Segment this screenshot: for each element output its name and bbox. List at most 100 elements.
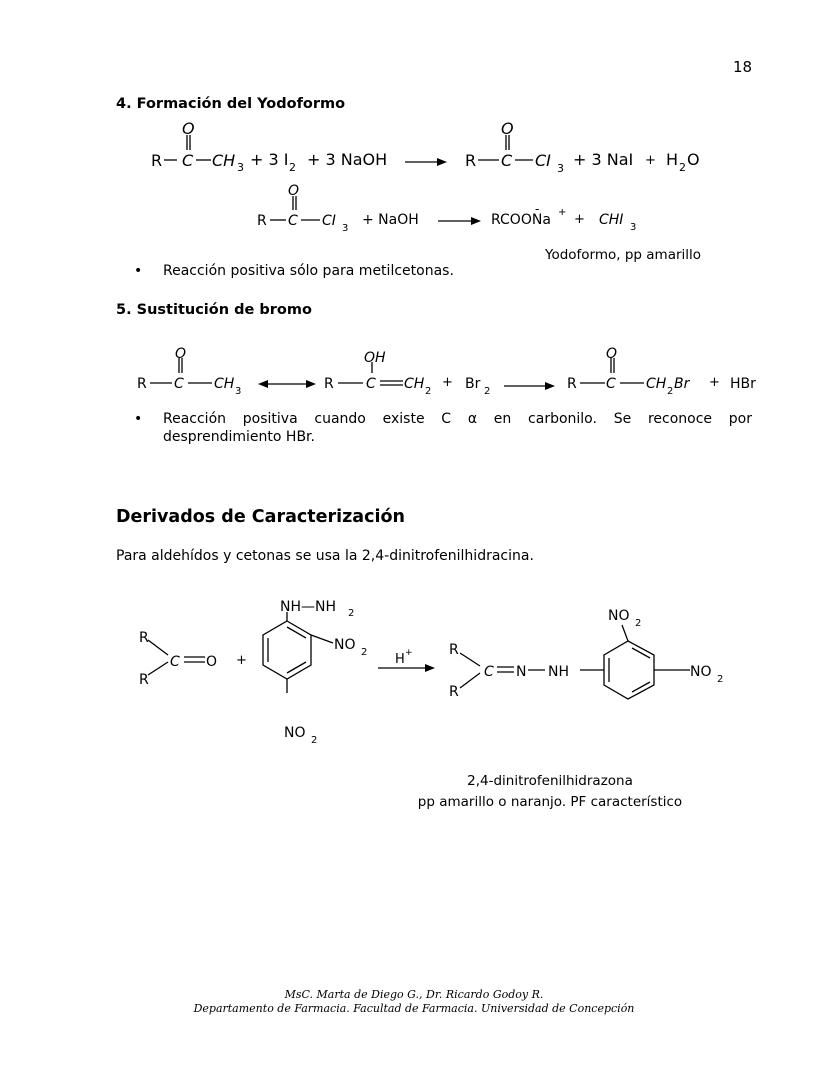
label-ch3: CH [212,151,235,170]
subscript: 2 [679,161,686,174]
chem-label: + [709,375,720,390]
bond-line [306,380,316,388]
bond-line [459,672,481,689]
label-o: O [687,150,700,169]
label-i2: + 3 I [250,150,288,169]
bond-line [631,647,651,659]
chem-label: CH [214,376,235,392]
chem-label: NO [284,725,306,741]
footer-affiliation: Departamento de Farmacia. Facultad de Fa… [193,1002,635,1015]
dnph-reaction-scheme: R R C O + NH—NH 2 NO 2 NO 2 H + R R C N … [139,599,723,746]
page-number: 18 [733,58,753,76]
chem-label: NO [608,608,630,624]
chem-label: OH [364,350,386,366]
bond-line [459,652,481,667]
charge-plus: + [558,207,566,218]
benzene-ring [262,620,312,680]
bond-line [621,624,629,642]
chem-label: 2 [425,386,431,397]
chem-label: + [405,648,413,658]
bond-line [631,681,651,693]
caption-line1: 2,4-dinitrofenilhidrazona [467,773,633,789]
subscript: 3 [557,162,564,175]
bullet-marker: • [134,411,143,427]
chem-label: Br [465,376,481,392]
label-ci3: CI [535,151,551,170]
label-c: C [288,213,298,229]
label-r: R [465,151,476,170]
charge-minus: - [535,202,539,216]
bond-line [147,661,169,676]
chem-label: HBr [730,376,756,392]
label-c: C [501,151,513,170]
chem-label: N [516,664,526,680]
chem-label: R [324,376,334,392]
benzene-ring [603,640,655,700]
label-naoh: + NaOH [362,212,419,228]
chem-label: R [567,376,577,392]
chem-label: R [139,630,149,646]
bond-line [545,382,555,390]
footer-authors: MsC. Marta de Diego G., Dr. Ricardo Godo… [284,988,544,1001]
bullet-marker: • [134,263,143,279]
chem-label: NH—NH [280,599,336,615]
bond-line [310,634,334,644]
chem-label: 3 [235,386,241,397]
section-heading-iodoform: 4. Formación del Yodoformo [116,96,346,112]
chem-label: + [442,375,453,390]
label-rcoona: RCOONa [491,212,551,228]
bond-line [286,626,307,639]
chem-label: C [174,376,184,392]
label-naoh: + 3 NaOH [307,150,387,169]
label-nai: + 3 NaI [573,150,633,169]
chem-label: C [606,376,616,392]
bond-line [147,639,169,656]
label-ci3: CI [322,213,336,229]
bullet-text-line2: desprendimiento HBr. [163,429,315,445]
subscript: 3 [342,223,348,234]
label-o: O [182,119,195,138]
label-chi3: CHI [599,212,623,228]
chem-label: NH [548,664,569,680]
chem-label: O [175,346,186,362]
product-note: Yodoformo, pp amarillo [544,247,701,263]
subscript: 2 [289,161,296,174]
chem-label: 2 [667,386,673,397]
bullet-text-line1: Reacción positiva cuando existe C α en c… [163,411,752,427]
label-r: R [257,213,267,229]
chem-label: R [139,672,149,688]
chem-label: 2 [348,608,354,619]
chem-label: 2 [717,674,723,685]
bond-line [258,380,268,388]
intro-text: Para aldehídos y cetonas se usa la 2,4-d… [116,548,534,564]
caption-line2: pp amarillo o naranjo. PF característico [417,794,683,810]
label-plus: + [645,153,656,168]
chem-label: C [484,664,494,680]
label-plus: + [574,212,585,227]
chem-label: NO [690,664,712,680]
section-heading-derivados: Derivados de Caracterización [116,507,405,527]
chem-label: 2 [635,618,641,629]
chem-label: + [236,653,247,668]
chem-label: C [366,376,376,392]
label-h: H [666,150,678,169]
bullet-text: Reacción positiva sólo para metilcetonas… [163,263,454,279]
chem-label: R [449,684,459,700]
subscript: 3 [630,222,636,233]
iodoform-reaction-scheme: R C O CH 3 + 3 I 2 + 3 NaOH R C O CI 3 +… [151,119,701,263]
chem-label: 2 [484,386,490,397]
chem-label: H [395,652,405,667]
section-heading-bromo: 5. Sustitución de bromo [116,302,312,318]
label-o: O [501,119,514,138]
chem-label: CH [646,376,667,392]
chem-label: R [137,376,147,392]
bond-line [286,661,307,674]
chem-label: 2 [311,735,317,746]
subscript: 3 [237,161,244,174]
arrowhead [471,217,481,225]
chem-label: C [170,654,180,670]
bond-line [425,664,435,672]
chem-label: R [449,642,459,658]
chem-label: O [606,346,617,362]
chem-label: NO [334,637,356,653]
